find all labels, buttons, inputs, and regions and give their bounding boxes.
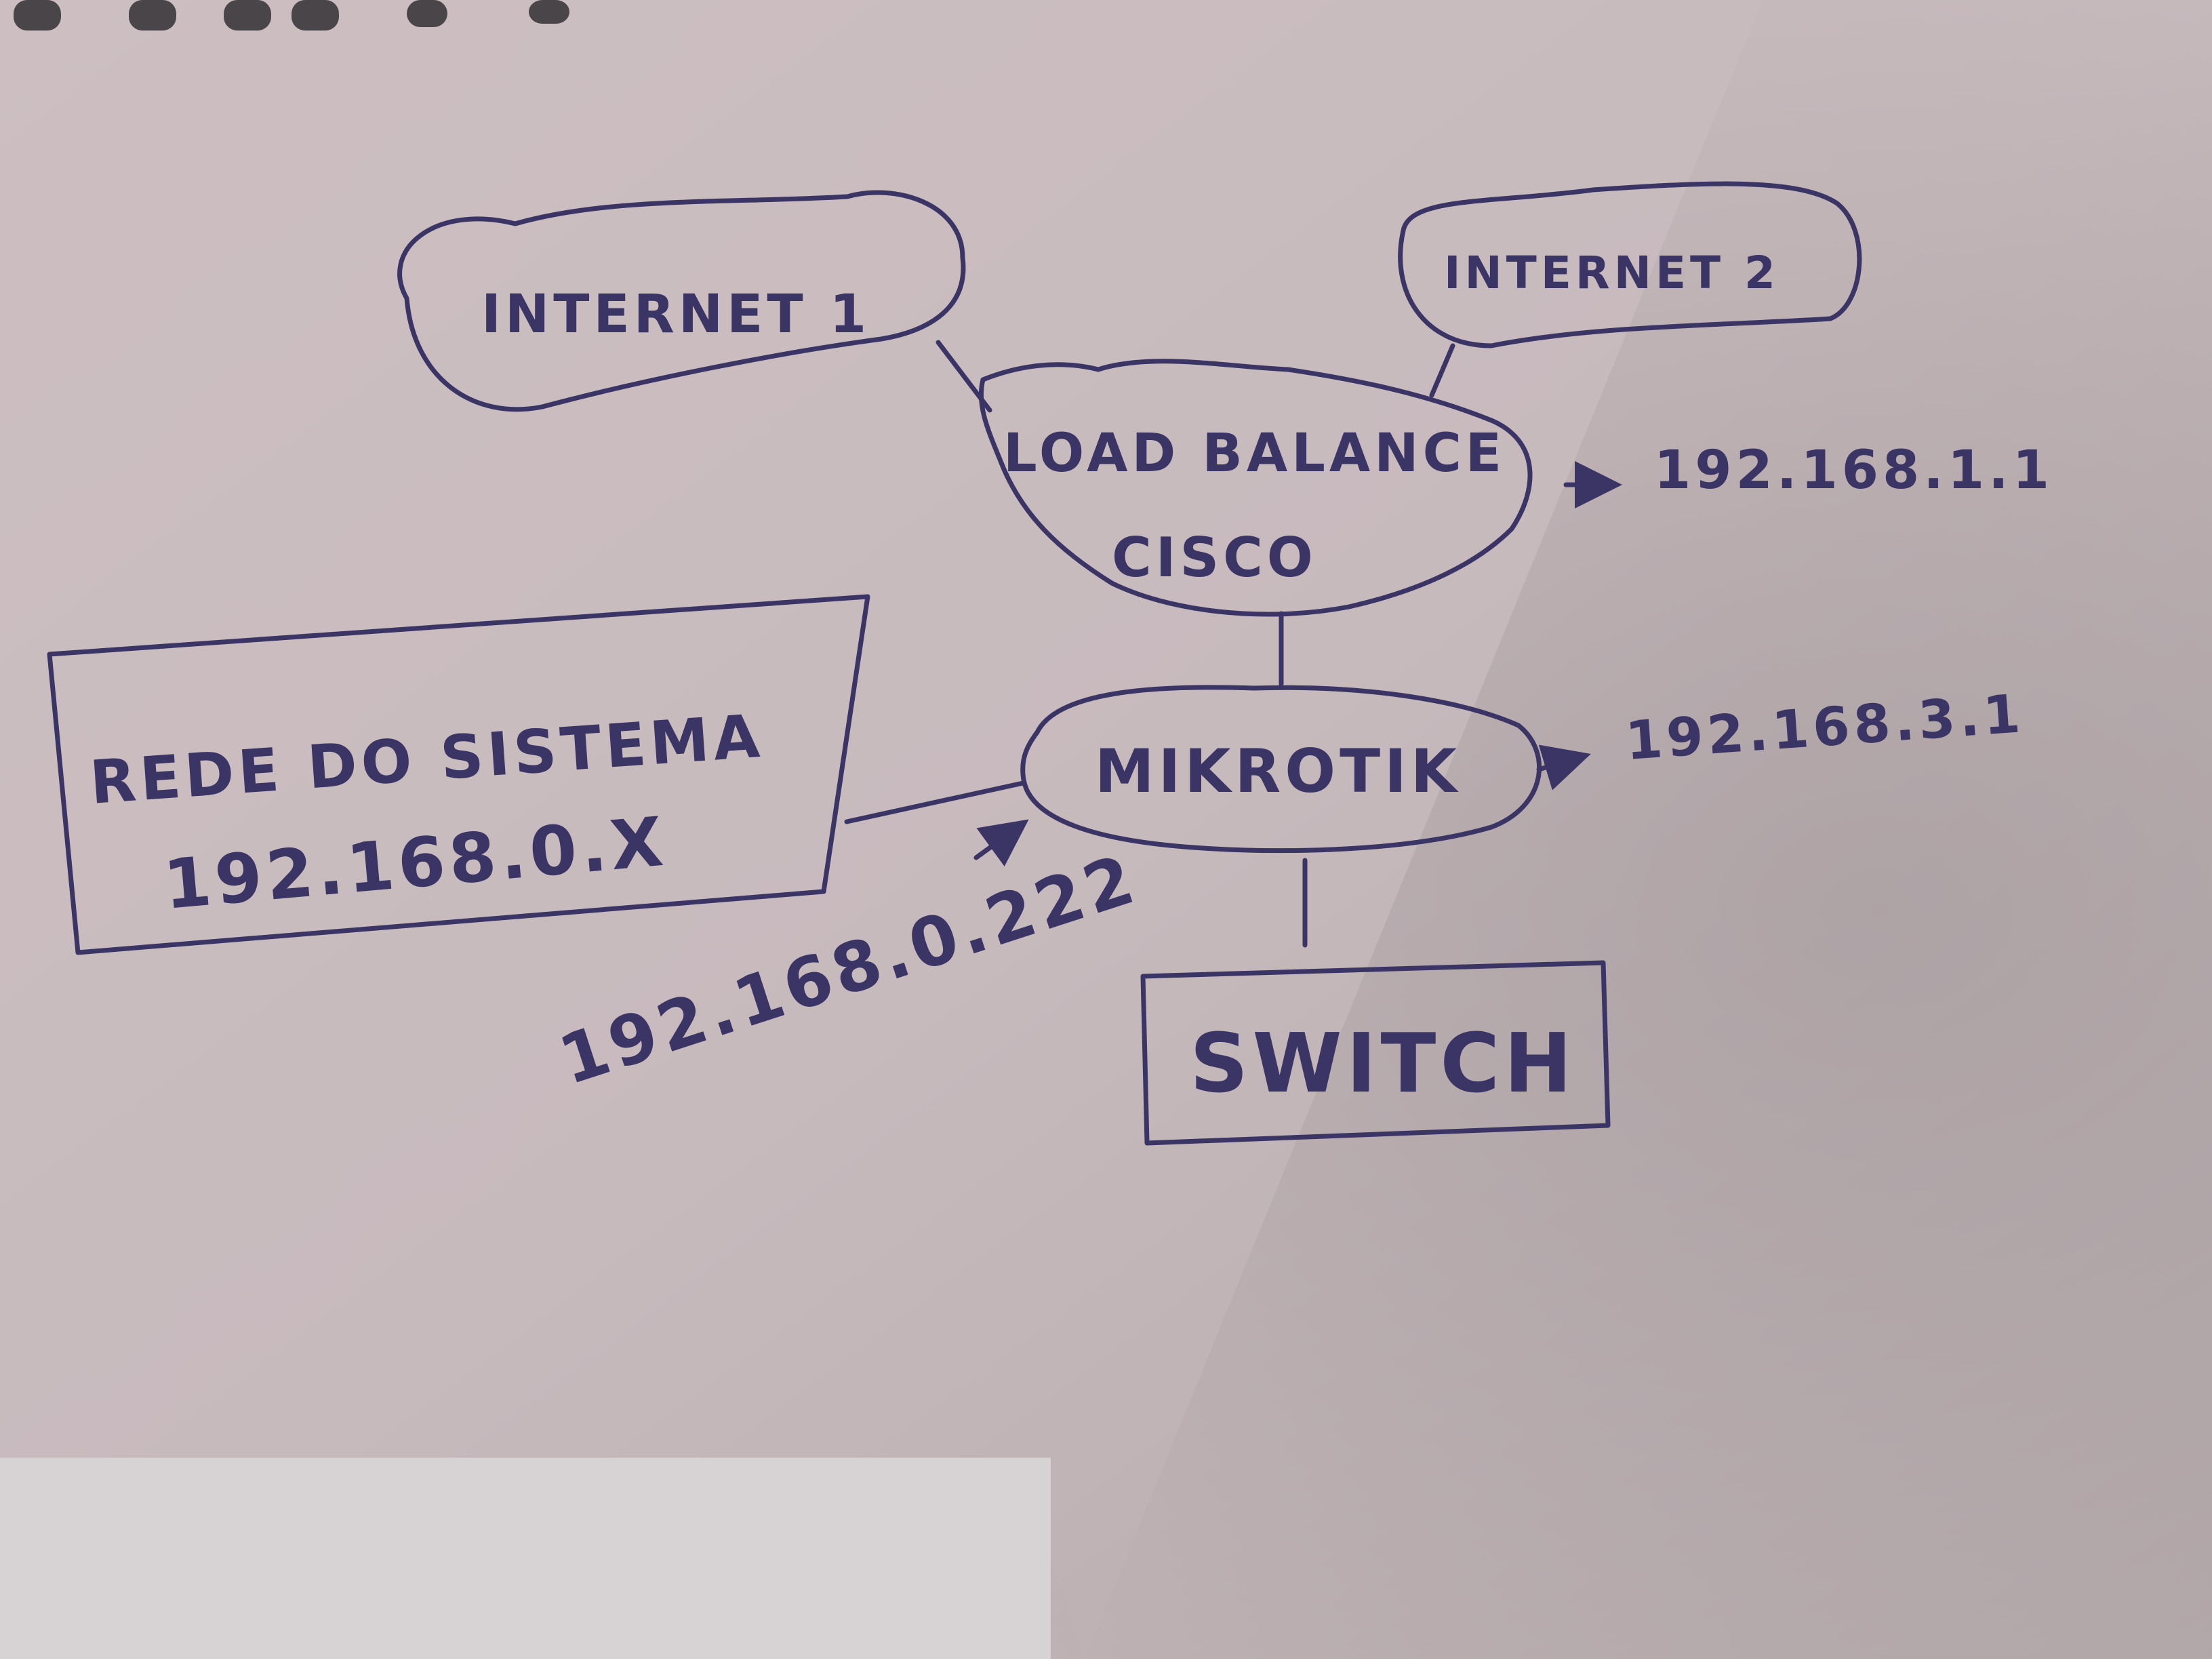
internet-2-label: INTERNET 2	[1444, 247, 1779, 299]
spiral-binding	[14, 0, 569, 31]
load-balancer-ip: 192.168.1.1	[1654, 440, 2053, 501]
switch-label: SWITCH	[1190, 1017, 1576, 1111]
arrow-icon	[1536, 744, 1591, 791]
edge-mikrotik-system-network	[844, 780, 1026, 824]
internet-1-label: INTERNET 1	[481, 284, 870, 345]
mikrotik-label: MIKROTIK	[1095, 736, 1461, 806]
node-switch: SWITCH	[1140, 960, 1611, 1146]
edge-internet2-loadbalancer	[1429, 343, 1455, 398]
cisco-label: CISCO	[1112, 526, 1317, 589]
node-mikrotik: MIKROTIK	[1020, 685, 1542, 854]
arrow-icon	[973, 819, 1029, 867]
bright-table-area	[0, 1458, 1051, 1659]
node-internet-2: INTERNET 2	[1398, 181, 1862, 348]
node-internet-1: INTERNET 1	[397, 190, 966, 412]
node-load-balancer-cisco: LOAD BALANCE CISCO	[978, 359, 1533, 617]
load-balancer-label: LOAD BALANCE	[1003, 423, 1506, 484]
